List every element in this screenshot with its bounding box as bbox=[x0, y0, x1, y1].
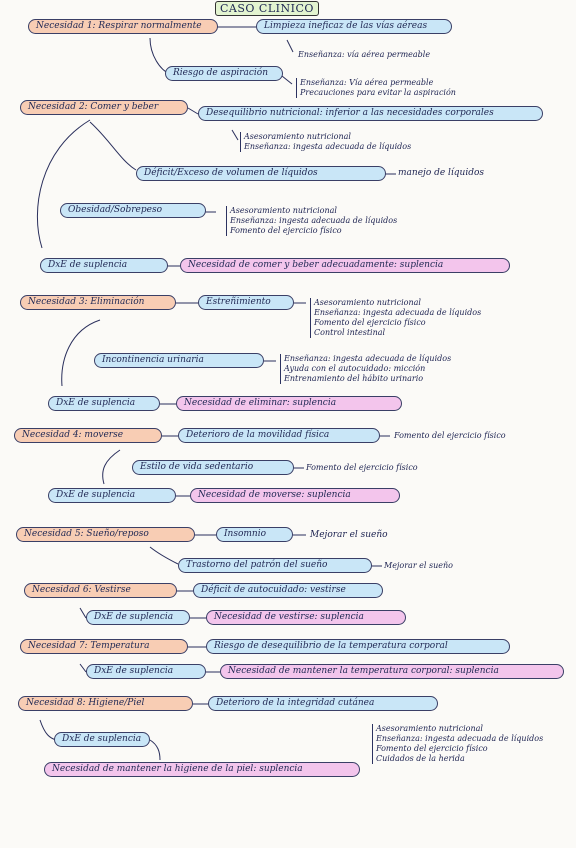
note-line: Enseñanza: Vía aérea permeable bbox=[300, 78, 434, 87]
need-2-dxe: DxE de suplencia bbox=[40, 258, 168, 273]
need-6-dxe: DxE de suplencia bbox=[86, 610, 190, 625]
note-line: Enseñanza: ingesta adecuada de líquidos bbox=[284, 354, 452, 363]
need-3-dxe: DxE de suplencia bbox=[48, 396, 160, 411]
need-2-fluid-note: manejo de líquidos bbox=[398, 168, 485, 178]
need-2-label: Necesidad 2: Comer y beber bbox=[20, 100, 188, 115]
need-4-problem: Deterioro de la movilidad física bbox=[178, 428, 380, 443]
note-line: Asesoramiento nutricional bbox=[376, 724, 483, 733]
need-7-label: Necesidad 7: Temperatura bbox=[20, 639, 188, 654]
need-4-lifestyle: Estilo de vida sedentario bbox=[132, 460, 294, 475]
note-line: Enseñanza: ingesta adecuada de líquidos bbox=[230, 216, 398, 225]
need-7-suplencia: Necesidad de mantener la temperatura cor… bbox=[220, 664, 564, 679]
need-4-lifestyle-note: Fomento del ejercicio físico bbox=[306, 463, 418, 472]
need-5-pattern: Trastorno del patrón del sueño bbox=[178, 558, 372, 573]
need-3-incontinence: Incontinencia urinaria bbox=[94, 353, 264, 368]
need-3-suplencia: Necesidad de eliminar: suplencia bbox=[176, 396, 402, 411]
note-line: Enseñanza: ingesta adecuada de líquidos bbox=[376, 734, 544, 743]
need-5-problem-note: Mejorar el sueño bbox=[310, 530, 388, 540]
need-1-risk: Riesgo de aspiración bbox=[165, 66, 283, 81]
need-2-obesity-notes: Asesoramiento nutricional Enseñanza: ing… bbox=[226, 206, 397, 236]
note-line: Enseñanza: ingesta adecuada de líquidos bbox=[314, 308, 482, 317]
note-line: Asesoramiento nutricional bbox=[244, 132, 351, 141]
need-5-label: Necesidad 5: Sueño/reposo bbox=[16, 527, 195, 542]
need-4-problem-note: Fomento del ejercicio físico bbox=[394, 431, 506, 440]
need-5-problem: Insomnio bbox=[216, 527, 293, 542]
need-2-obesity: Obesidad/Sobrepeso bbox=[60, 203, 206, 218]
need-3-problem-notes: Asesoramiento nutricional Enseñanza: ing… bbox=[310, 298, 481, 338]
need-8-suplencia: Necesidad de mantener la higiene de la p… bbox=[44, 762, 360, 777]
need-8-label: Necesidad 8: Higiene/Piel bbox=[18, 696, 193, 711]
need-8-dxe: DxE de suplencia bbox=[54, 732, 150, 747]
page-title: CASO CLINICO bbox=[215, 1, 319, 16]
need-6-problem: Déficit de autocuidado: vestirse bbox=[193, 583, 383, 598]
note-line: Entrenamiento del hábito urinario bbox=[284, 374, 424, 383]
need-1-problem: Limpieza ineficaz de las vías aéreas bbox=[256, 19, 452, 34]
need-6-label: Necesidad 6: Vestirse bbox=[24, 583, 177, 598]
note-line: Precauciones para evitar la aspiración bbox=[300, 88, 456, 97]
need-1-risk-notes: Enseñanza: Vía aérea permeable Precaucio… bbox=[296, 78, 456, 98]
note-line: Fomento del ejercicio físico bbox=[314, 318, 426, 327]
need-2-suplencia: Necesidad de comer y beber adecuadamente… bbox=[180, 258, 510, 273]
need-5-pattern-note: Mejorar el sueño bbox=[384, 561, 453, 570]
need-2-problem-notes: Asesoramiento nutricional Enseñanza: ing… bbox=[240, 132, 411, 152]
need-8-problem-notes: Asesoramiento nutricional Enseñanza: ing… bbox=[372, 724, 543, 764]
need-8-problem: Deterioro de la integridad cutánea bbox=[208, 696, 438, 711]
need-6-suplencia: Necesidad de vestirse: suplencia bbox=[206, 610, 406, 625]
need-2-problem: Desequilibrio nutricional: inferior a la… bbox=[198, 106, 543, 121]
need-3-label: Necesidad 3: Eliminación bbox=[20, 295, 176, 310]
note-line: Fomento del ejercicio físico bbox=[376, 744, 488, 753]
need-7-problem: Riesgo de desequilibrio de la temperatur… bbox=[206, 639, 510, 654]
need-4-label: Necesidad 4: moverse bbox=[14, 428, 162, 443]
note-line: Enseñanza: ingesta adecuada de líquidos bbox=[244, 142, 412, 151]
note-line: Ayuda con el autocuidado: micción bbox=[284, 364, 426, 373]
note-line: Asesoramiento nutricional bbox=[314, 298, 421, 307]
need-1-label: Necesidad 1: Respirar normalmente bbox=[28, 19, 218, 34]
need-3-incontinence-notes: Enseñanza: ingesta adecuada de líquidos … bbox=[280, 354, 451, 384]
need-2-fluid: Déficit/Exceso de volumen de líquidos bbox=[136, 166, 386, 181]
note-line: Control intestinal bbox=[314, 328, 386, 337]
need-4-dxe: DxE de suplencia bbox=[48, 488, 176, 503]
need-1-problem-note: Enseñanza: vía aérea permeable bbox=[298, 50, 431, 59]
note-line: Fomento del ejercicio físico bbox=[230, 226, 342, 235]
need-7-dxe: DxE de suplencia bbox=[86, 664, 206, 679]
need-3-problem: Estreñimiento bbox=[198, 295, 294, 310]
note-line: Cuidados de la herida bbox=[376, 754, 465, 763]
need-4-suplencia: Necesidad de moverse: suplencia bbox=[190, 488, 400, 503]
note-line: Asesoramiento nutricional bbox=[230, 206, 337, 215]
